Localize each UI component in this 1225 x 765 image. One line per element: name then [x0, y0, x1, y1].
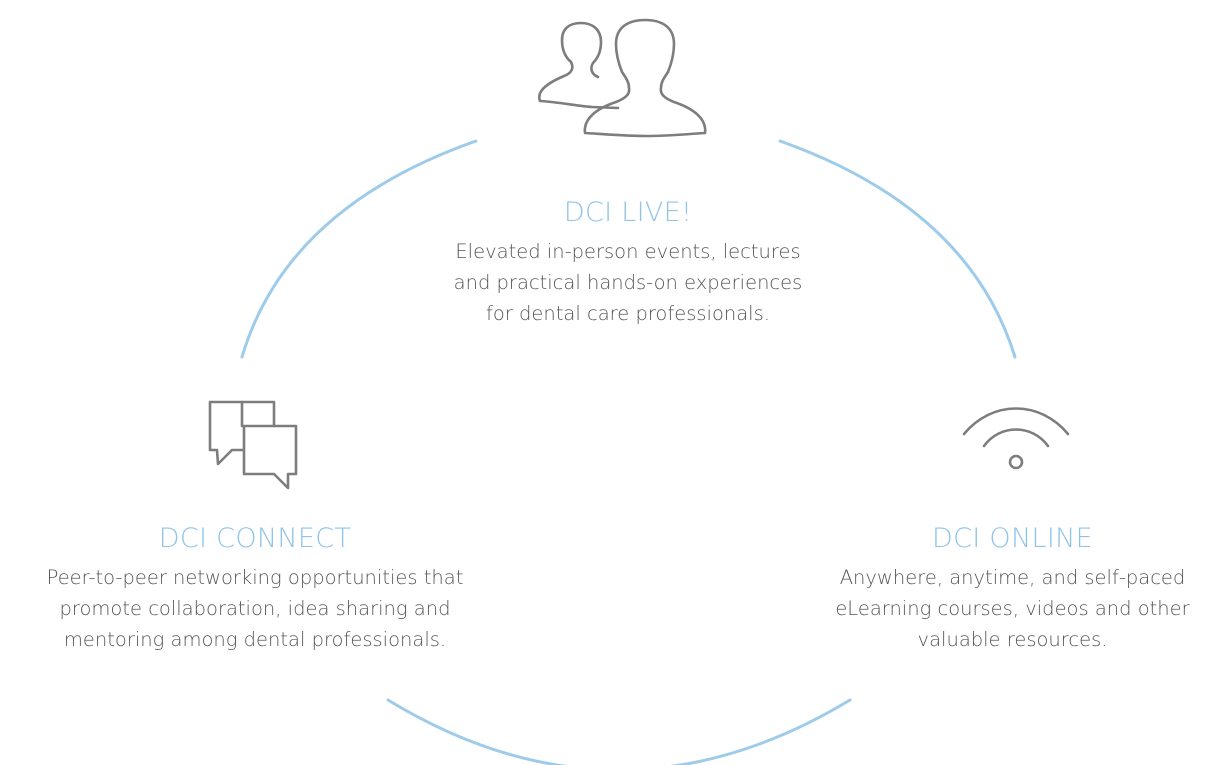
live-line: for dental care professionals. — [486, 302, 770, 325]
live-title: DCI LIVE! — [563, 197, 693, 228]
wifi-icon — [958, 396, 1074, 476]
live-description: Elevated in-person events, lectures and … — [418, 236, 838, 329]
live-block: DCI LIVE! Elevated in-person events, lec… — [418, 196, 838, 329]
connect-line: mentoring among dental professionals. — [63, 628, 447, 651]
online-line: eLearning courses, videos and other — [835, 597, 1190, 620]
online-line: valuable resources. — [917, 628, 1108, 651]
connect-title: DCI CONNECT — [158, 523, 352, 554]
live-line: and practical hands-on experiences — [453, 271, 803, 294]
chat-bubbles-icon — [200, 396, 304, 492]
online-line: Anywhere, anytime, and self-paced — [839, 566, 1186, 589]
connect-line: Peer-to-peer networking opportunities th… — [46, 566, 464, 589]
online-title: DCI ONLINE — [932, 523, 1093, 554]
live-line: Elevated in-person events, lectures — [455, 240, 801, 263]
arc-live-to-online — [778, 139, 1017, 359]
users-icon — [530, 18, 730, 158]
connect-block: DCI CONNECT Peer-to-peer networking oppo… — [0, 522, 510, 655]
connect-line: promote collaboration, idea sharing and — [59, 597, 451, 620]
arc-live-to-connect — [240, 139, 478, 359]
online-description: Anywhere, anytime, and self-paced eLearn… — [800, 562, 1225, 655]
connect-description: Peer-to-peer networking opportunities th… — [0, 562, 510, 655]
arc-bottom — [386, 698, 852, 765]
online-block: DCI ONLINE Anywhere, anytime, and self-p… — [800, 522, 1225, 655]
